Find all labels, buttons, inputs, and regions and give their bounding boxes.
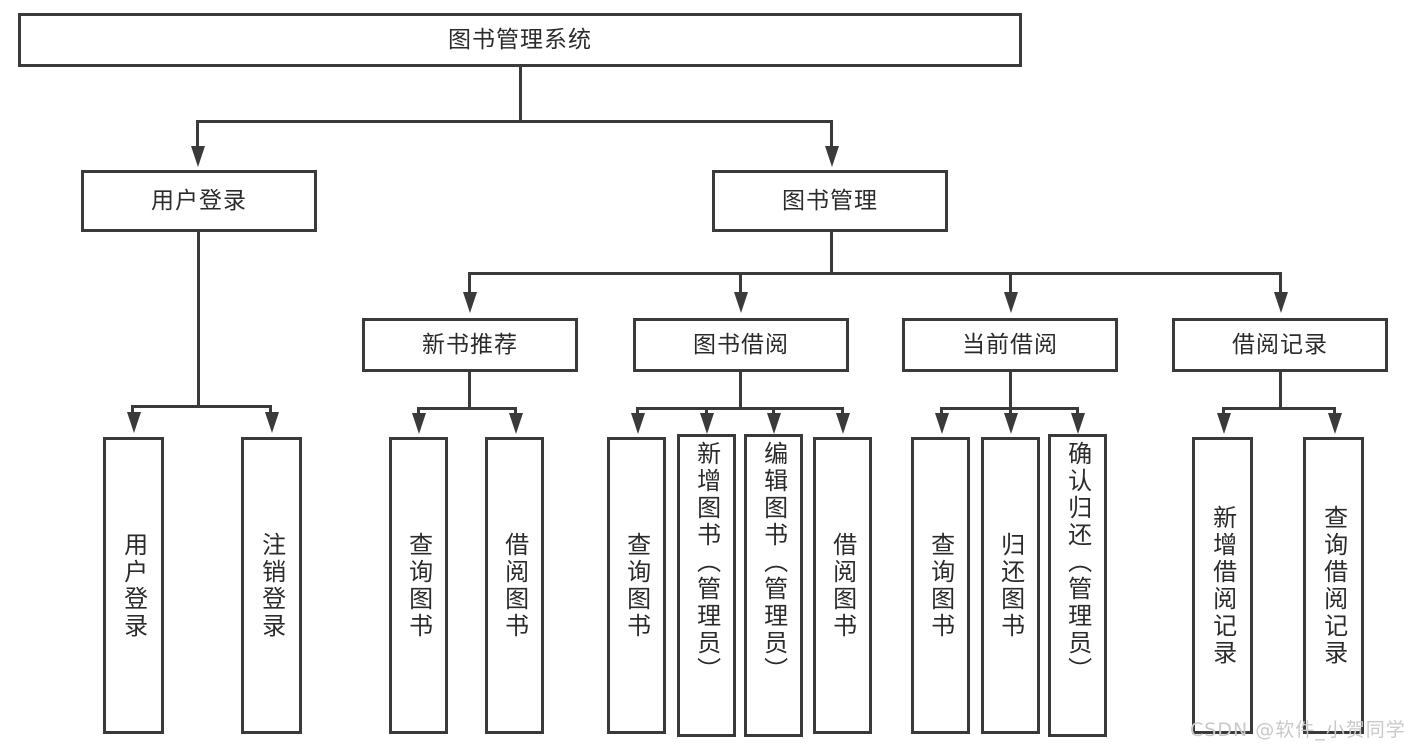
leaf-label: 用户登录 bbox=[119, 531, 148, 640]
leaf-query-book-current[interactable]: 查询图书 bbox=[911, 437, 970, 734]
arrowhead-current-borrow bbox=[1004, 292, 1018, 313]
connector-root-to-user-login bbox=[196, 120, 199, 148]
arrowhead-leaf-query-book-bb bbox=[631, 413, 645, 434]
connector-drop-new-book bbox=[468, 272, 471, 294]
leaf-label: 查询图书 bbox=[622, 531, 651, 640]
connector-new-book-drop-1 bbox=[417, 407, 420, 415]
arrowhead-leaf-query-record bbox=[1328, 413, 1342, 434]
leaf-borrow-book[interactable]: 借阅图书 bbox=[813, 437, 872, 734]
connector-borrow-record-drop-2 bbox=[1333, 407, 1336, 415]
leaf-label: 归还图书 bbox=[996, 531, 1025, 640]
connector-book-management-stem bbox=[830, 232, 833, 274]
arrowhead-leaf-borrow-book-bb bbox=[836, 413, 850, 434]
node-label: 新书推荐 bbox=[422, 331, 518, 358]
leaf-add-borrow-record[interactable]: 新增借阅记录 bbox=[1192, 437, 1253, 734]
connector-root-bus bbox=[196, 120, 833, 123]
leaf-borrow-book-new-recommend[interactable]: 借阅图书 bbox=[485, 437, 544, 734]
arrowhead-new-book-recommend bbox=[463, 292, 477, 313]
arrowhead-leaf-query-book-cb bbox=[935, 413, 949, 434]
arrowhead-leaf-borrow-book-nb bbox=[509, 413, 523, 434]
connector-current-borrow-drop-2 bbox=[1009, 407, 1012, 415]
arrowhead-leaf-user-login bbox=[127, 412, 141, 433]
leaf-label: 查询图书 bbox=[926, 531, 955, 640]
leaf-label: 注销登录 bbox=[257, 531, 286, 640]
connector-drop-book-borrow bbox=[739, 272, 742, 294]
node-label: 图书管理 bbox=[782, 187, 878, 214]
arrowhead-leaf-add-record bbox=[1217, 413, 1231, 434]
connector-book-borrow-stem bbox=[739, 372, 742, 410]
connector-borrow-record-bus bbox=[1222, 407, 1336, 410]
leaf-return-book[interactable]: 归还图书 bbox=[981, 437, 1040, 734]
connector-book-borrow-bus bbox=[636, 407, 844, 410]
arrowhead-borrow-record bbox=[1274, 292, 1288, 313]
node-label: 当前借阅 bbox=[962, 331, 1058, 358]
leaf-label: 新增借阅记录 bbox=[1208, 504, 1237, 667]
connector-current-borrow-drop-3 bbox=[1076, 407, 1079, 415]
connector-user-login-drop-1 bbox=[131, 405, 134, 414]
leaf-logout[interactable]: 注销登录 bbox=[241, 437, 302, 734]
node-label: 图书管理系统 bbox=[448, 26, 592, 53]
connector-book-borrow-drop-3 bbox=[772, 407, 775, 415]
node-label: 图书借阅 bbox=[693, 331, 789, 358]
leaf-label: 编辑图书（管理员） bbox=[759, 441, 788, 684]
connector-current-borrow-stem bbox=[1009, 372, 1012, 410]
node-book-borrow[interactable]: 图书借阅 bbox=[633, 318, 849, 372]
leaf-confirm-return-admin[interactable]: 确认归还（管理员） bbox=[1048, 434, 1107, 737]
connector-drop-borrow-record bbox=[1279, 272, 1282, 294]
node-user-login[interactable]: 用户登录 bbox=[81, 170, 317, 232]
arrowhead-leaf-add-book bbox=[700, 413, 714, 434]
arrowhead-book-borrow bbox=[734, 292, 748, 313]
leaf-query-borrow-record[interactable]: 查询借阅记录 bbox=[1303, 437, 1364, 734]
leaf-user-login[interactable]: 用户登录 bbox=[103, 437, 164, 734]
connector-current-borrow-drop-1 bbox=[940, 407, 943, 415]
connector-level2-bus bbox=[468, 272, 1282, 275]
arrowhead-leaf-query-book-nb bbox=[412, 413, 426, 434]
leaf-label: 新增图书（管理员） bbox=[692, 441, 721, 684]
leaf-label: 借阅图书 bbox=[828, 531, 857, 640]
node-current-borrow[interactable]: 当前借阅 bbox=[902, 318, 1118, 372]
leaf-label: 查询图书 bbox=[404, 531, 433, 640]
leaf-query-book-new-recommend[interactable]: 查询图书 bbox=[389, 437, 448, 734]
connector-borrow-record-stem bbox=[1279, 372, 1282, 410]
node-new-book-recommend[interactable]: 新书推荐 bbox=[362, 318, 578, 372]
arrowhead-leaf-edit-book bbox=[767, 413, 781, 434]
connector-borrow-record-drop-1 bbox=[1222, 407, 1225, 415]
arrowhead-leaf-confirm-return bbox=[1071, 413, 1085, 434]
connector-book-borrow-drop-2 bbox=[705, 407, 708, 415]
arrowhead-leaf-return-book bbox=[1004, 413, 1018, 434]
node-label: 借阅记录 bbox=[1232, 331, 1328, 358]
connector-new-book-drop-2 bbox=[514, 407, 517, 415]
leaf-query-book-borrow[interactable]: 查询图书 bbox=[607, 437, 666, 734]
leaf-add-book-admin[interactable]: 新增图书（管理员） bbox=[677, 434, 736, 737]
connector-user-login-bus bbox=[131, 405, 269, 408]
connector-new-book-bus bbox=[417, 407, 517, 410]
connector-book-borrow-drop-1 bbox=[636, 407, 639, 415]
leaf-label: 借阅图书 bbox=[500, 531, 529, 640]
connector-book-borrow-drop-4 bbox=[841, 407, 844, 415]
node-root-book-management-system[interactable]: 图书管理系统 bbox=[18, 13, 1022, 67]
arrowhead-book-management bbox=[825, 146, 839, 167]
connector-drop-current-borrow bbox=[1009, 272, 1012, 294]
arrowhead-leaf-logout bbox=[265, 412, 279, 433]
node-borrow-record[interactable]: 借阅记录 bbox=[1172, 318, 1388, 372]
connector-new-book-stem bbox=[468, 372, 471, 410]
connector-user-login-stem bbox=[197, 232, 200, 408]
leaf-edit-book-admin[interactable]: 编辑图书（管理员） bbox=[744, 434, 803, 737]
connector-user-login-drop-2 bbox=[269, 405, 272, 414]
node-label: 用户登录 bbox=[151, 187, 247, 214]
connector-root-stem bbox=[519, 67, 522, 122]
leaf-label: 确认归还（管理员） bbox=[1063, 441, 1092, 684]
leaf-label: 查询借阅记录 bbox=[1319, 504, 1348, 667]
arrowhead-user-login bbox=[191, 146, 205, 167]
connector-root-to-book-management bbox=[830, 120, 833, 148]
node-book-management[interactable]: 图书管理 bbox=[712, 170, 948, 232]
